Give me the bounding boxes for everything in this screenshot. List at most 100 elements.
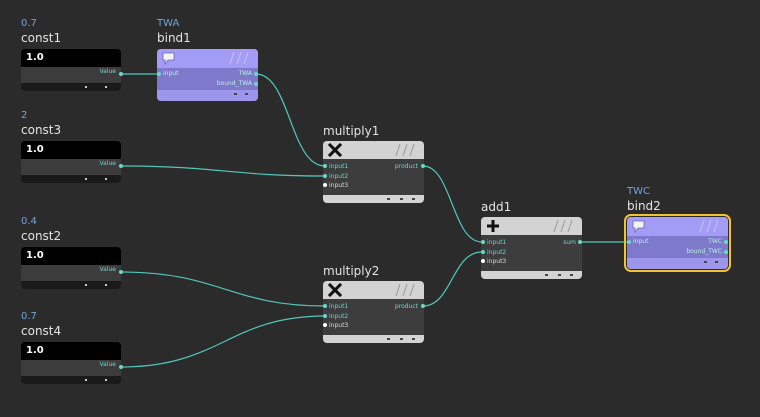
input-label: input [633, 238, 649, 245]
output-port-twa[interactable] [254, 72, 258, 76]
output-label: Value [99, 160, 116, 167]
node-ports-area: input TWC bound_TWC [627, 236, 728, 258]
input-port-2[interactable] [481, 250, 485, 254]
input-label-3: input3 [329, 322, 349, 329]
multiply-icon [327, 142, 343, 158]
node-footer [21, 281, 121, 289]
node-title: const3 [21, 123, 62, 137]
node-tag: 0.7 [21, 18, 37, 29]
input-label-2: input2 [329, 173, 349, 180]
input-label-1: input1 [487, 239, 507, 246]
output-port-bound-twc[interactable] [724, 250, 728, 254]
output-label: sum [563, 239, 576, 246]
output-label: product [394, 163, 418, 170]
wire-const2-multiply2 [120, 271, 326, 307]
node-title: multiply2 [323, 264, 380, 278]
hatch-icon [699, 220, 719, 232]
input-label: input [163, 70, 179, 77]
output-label: Value [99, 361, 116, 368]
input-port-3[interactable] [323, 183, 327, 187]
node-body[interactable]: input TWA bound_TWA [157, 49, 258, 101]
node-footer [627, 258, 728, 269]
output-label-bound-twc: bound_TWC [686, 248, 722, 255]
node-body[interactable]: input1 input2 input3 sum [481, 217, 582, 279]
node-ports-area: input TWA bound_TWA [157, 68, 258, 90]
node-title: bind1 [157, 31, 191, 45]
node-tag: 0.4 [21, 216, 37, 227]
input-label-1: input1 [329, 303, 349, 310]
output-label: Value [99, 68, 116, 75]
input-port-1[interactable] [323, 304, 327, 308]
node-footer [21, 175, 121, 183]
node-header [323, 141, 424, 159]
input-port-3[interactable] [481, 259, 485, 263]
node-footer [323, 335, 424, 343]
node-tag: TWC [627, 186, 650, 197]
hatch-icon [229, 52, 249, 64]
node-title: const4 [21, 324, 62, 338]
hatch-icon [395, 144, 415, 156]
node-body[interactable]: input1 input2 input3 product [323, 141, 424, 203]
node-footer [21, 83, 121, 91]
input-port-1[interactable] [323, 164, 327, 168]
wire-bind1-multiply1 [255, 73, 326, 167]
input-label-2: input2 [329, 313, 349, 320]
output-port[interactable] [421, 304, 425, 308]
hatch-icon [395, 284, 415, 296]
output-port[interactable] [421, 164, 425, 168]
value-field[interactable]: 1.0 [21, 342, 121, 360]
node-body[interactable]: 1.0 Value [21, 342, 121, 384]
input-label-2: input2 [487, 249, 507, 256]
output-port-bound-twa[interactable] [254, 82, 258, 86]
output-label: product [394, 303, 418, 310]
node-footer [481, 271, 582, 279]
input-port-2[interactable] [323, 314, 327, 318]
node-footer [21, 376, 121, 384]
node-header [481, 217, 582, 235]
plus-icon [487, 220, 499, 232]
node-body[interactable]: input1 input2 input3 product [323, 281, 424, 343]
output-port[interactable] [119, 164, 123, 168]
node-header [627, 217, 728, 236]
speech-bubble-icon [162, 52, 175, 66]
value-field[interactable]: 1.0 [21, 141, 121, 159]
node-body[interactable]: 1.0 Value [21, 141, 121, 183]
node-footer [323, 195, 424, 203]
input-label-1: input1 [329, 163, 349, 170]
value-field[interactable]: 1.0 [21, 247, 121, 265]
node-body[interactable]: 1.0 Value [21, 247, 121, 289]
node-title: const1 [21, 31, 62, 45]
node-tag: TWA [157, 18, 180, 29]
node-title: multiply1 [323, 124, 380, 138]
output-label-bound-twa: bound_TWA [216, 80, 252, 87]
input-label-3: input3 [487, 258, 507, 265]
output-port[interactable] [119, 270, 123, 274]
input-port-3[interactable] [323, 323, 327, 327]
speech-bubble-icon [632, 220, 645, 234]
multiply-icon [327, 282, 343, 298]
wire-multiply2-add1 [422, 251, 483, 307]
node-title: add1 [481, 200, 512, 214]
input-port-1[interactable] [481, 240, 485, 244]
node-title: bind2 [627, 199, 661, 213]
wire-const3-multiply1 [120, 165, 326, 177]
hatch-icon [553, 220, 573, 232]
output-port[interactable] [119, 72, 123, 76]
output-port-twc[interactable] [724, 240, 728, 244]
value-field[interactable]: 1.0 [21, 49, 121, 67]
wire-multiply1-add1 [422, 165, 483, 243]
node-footer [157, 90, 258, 101]
node-body[interactable]: 1.0 Value [21, 49, 121, 91]
node-title: const2 [21, 229, 62, 243]
input-port[interactable] [157, 72, 161, 76]
node-body[interactable]: input TWC bound_TWC [624, 214, 731, 272]
input-label-3: input3 [329, 182, 349, 189]
input-port[interactable] [627, 240, 631, 244]
node-tag: 0.7 [21, 311, 37, 322]
input-port-2[interactable] [323, 174, 327, 178]
output-port[interactable] [119, 365, 123, 369]
output-port[interactable] [578, 240, 582, 244]
output-label-twc: TWC [708, 238, 722, 245]
output-label-twa: TWA [238, 70, 252, 77]
